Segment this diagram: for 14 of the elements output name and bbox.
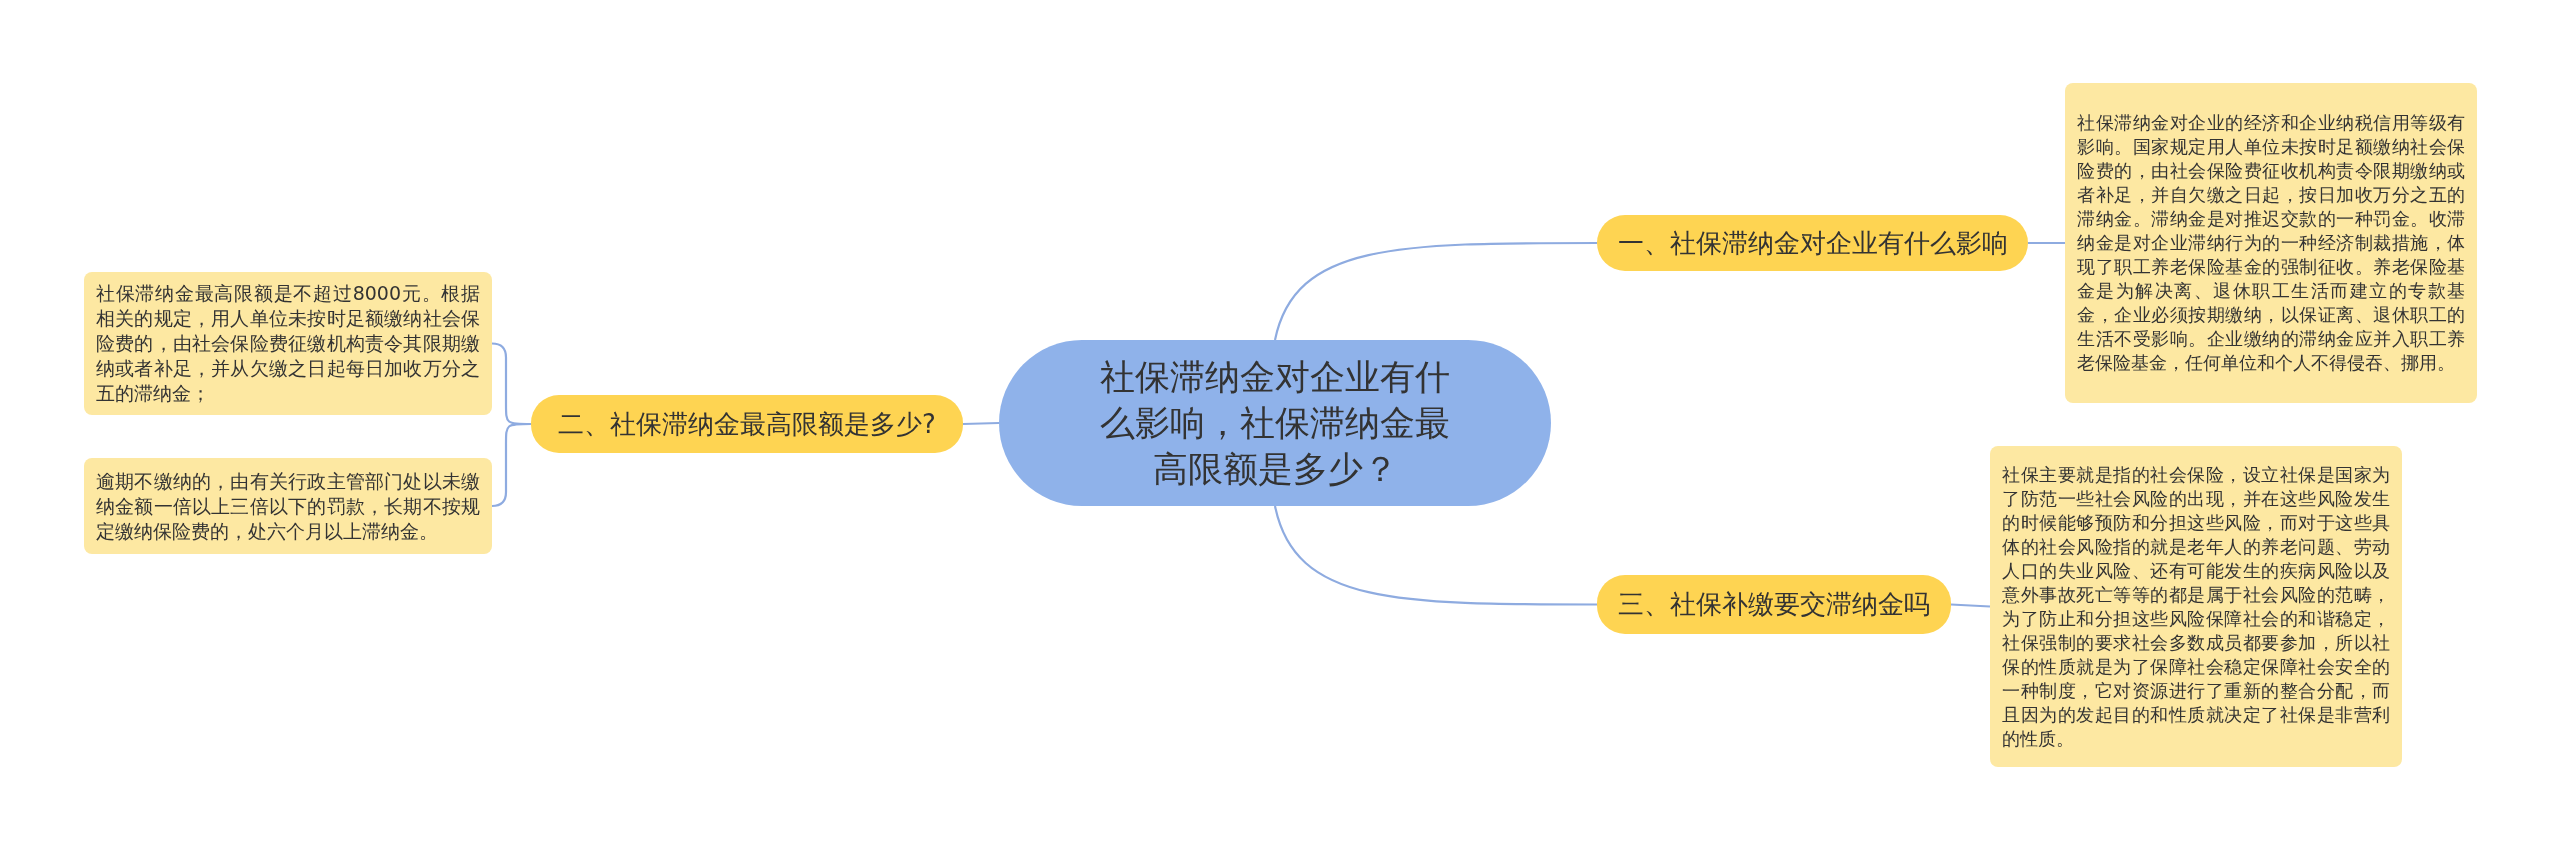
connector-line bbox=[1950, 603, 1991, 608]
central-topic: 社保滞纳金对企业有什么影响，社保滞纳金最高限额是多少？ bbox=[999, 340, 1551, 506]
note-box: 社保滞纳金最高限额是不超过8000元。根据相关的规定，用人单位未按时足额缴纳社会保险费的，由社会保险费征缴机构责令其限期缴纳或者补足，并从欠缴之日起每日加收万分之五的滞纳金； bbox=[84, 272, 492, 415]
note-box: 逾期不缴纳的，由有关行政主管部门处以未缴纳金额一倍以上三倍以下的罚款，长期不按规定缴纳保险费的，处六个月以上滞纳金。 bbox=[84, 458, 492, 554]
connector-line bbox=[962, 421, 1000, 426]
connector-line bbox=[2028, 241, 2065, 245]
connector-line bbox=[491, 422, 531, 508]
topic-box: 一、社保滞纳金对企业有什么影响 bbox=[1597, 215, 2028, 271]
topic-box: 三、社保补缴要交滞纳金吗 bbox=[1597, 575, 1951, 634]
connector-line bbox=[1273, 505, 1597, 606]
connector-line bbox=[1273, 241, 1597, 341]
note-box: 社保滞纳金对企业的经济和企业纳税信用等级有影响。国家规定用人单位未按时足额缴纳社会保险费的，由社会保险费征收机构责令限期缴纳或者补足，并自欠缴之日起，按日加收万分之五的滞纳金。滞纳金是对推迟交款的一种罚金。收滞纳金是对企业滞纳行为的一种经济制裁措施，体现了职工养老保险基金的强制征收。养老保险基金是为解决离、退休职工生活而建立的专款基金，企业必须按期缴纳，以保证离、退休职工的生活不受影响。企业缴纳的滞纳金应并入职工养老保险基金，任何单位和个人不得侵吞、挪用。 bbox=[2065, 83, 2477, 403]
note-box: 社保主要就是指的社会保险，设立社保是国家为了防范一些社会风险的出现，并在这些风险发生的时候能够预防和分担这些风险，而对于这些具体的社会风险指的就是老年人的养老问题、劳动人口的失业风险、还有可能发生的疾病风险以及意外事故死亡等等的都是属于社会风险的范畴，为了防止和分担这些风险保障社会的和谐稳定，社保强制的要求社会多数成员都要参加，所以社保的性质就是为了保障社会稳定保障社会安全的一种制度，它对资源进行了重新的整合分配，而且因为的发起目的和性质就决定了社保是非营利的性质。 bbox=[1990, 446, 2402, 767]
topic-box: 二、社保滞纳金最高限额是多少? bbox=[531, 395, 963, 453]
